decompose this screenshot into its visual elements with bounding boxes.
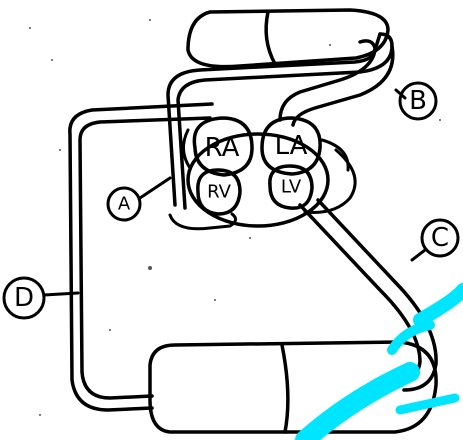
callout-b-label: B <box>409 86 427 116</box>
left-atrium-label: LA <box>275 131 308 161</box>
callout-b: B <box>396 83 436 119</box>
callout-a-label: A <box>118 194 131 215</box>
right-ventricle-label: RV <box>207 182 232 203</box>
callout-a: A <box>108 178 170 220</box>
callout-d: D <box>4 278 78 318</box>
callout-c-label: C <box>431 223 449 253</box>
right-atrium-label: RA <box>205 133 240 163</box>
cyan-highlight-marks <box>305 290 463 440</box>
callout-c: C <box>412 220 458 260</box>
lung-capillary-bed <box>188 10 388 67</box>
callout-d-label: D <box>14 283 34 313</box>
systemic-vessels-right <box>300 200 436 390</box>
left-ventricle-label: LV <box>281 177 302 198</box>
